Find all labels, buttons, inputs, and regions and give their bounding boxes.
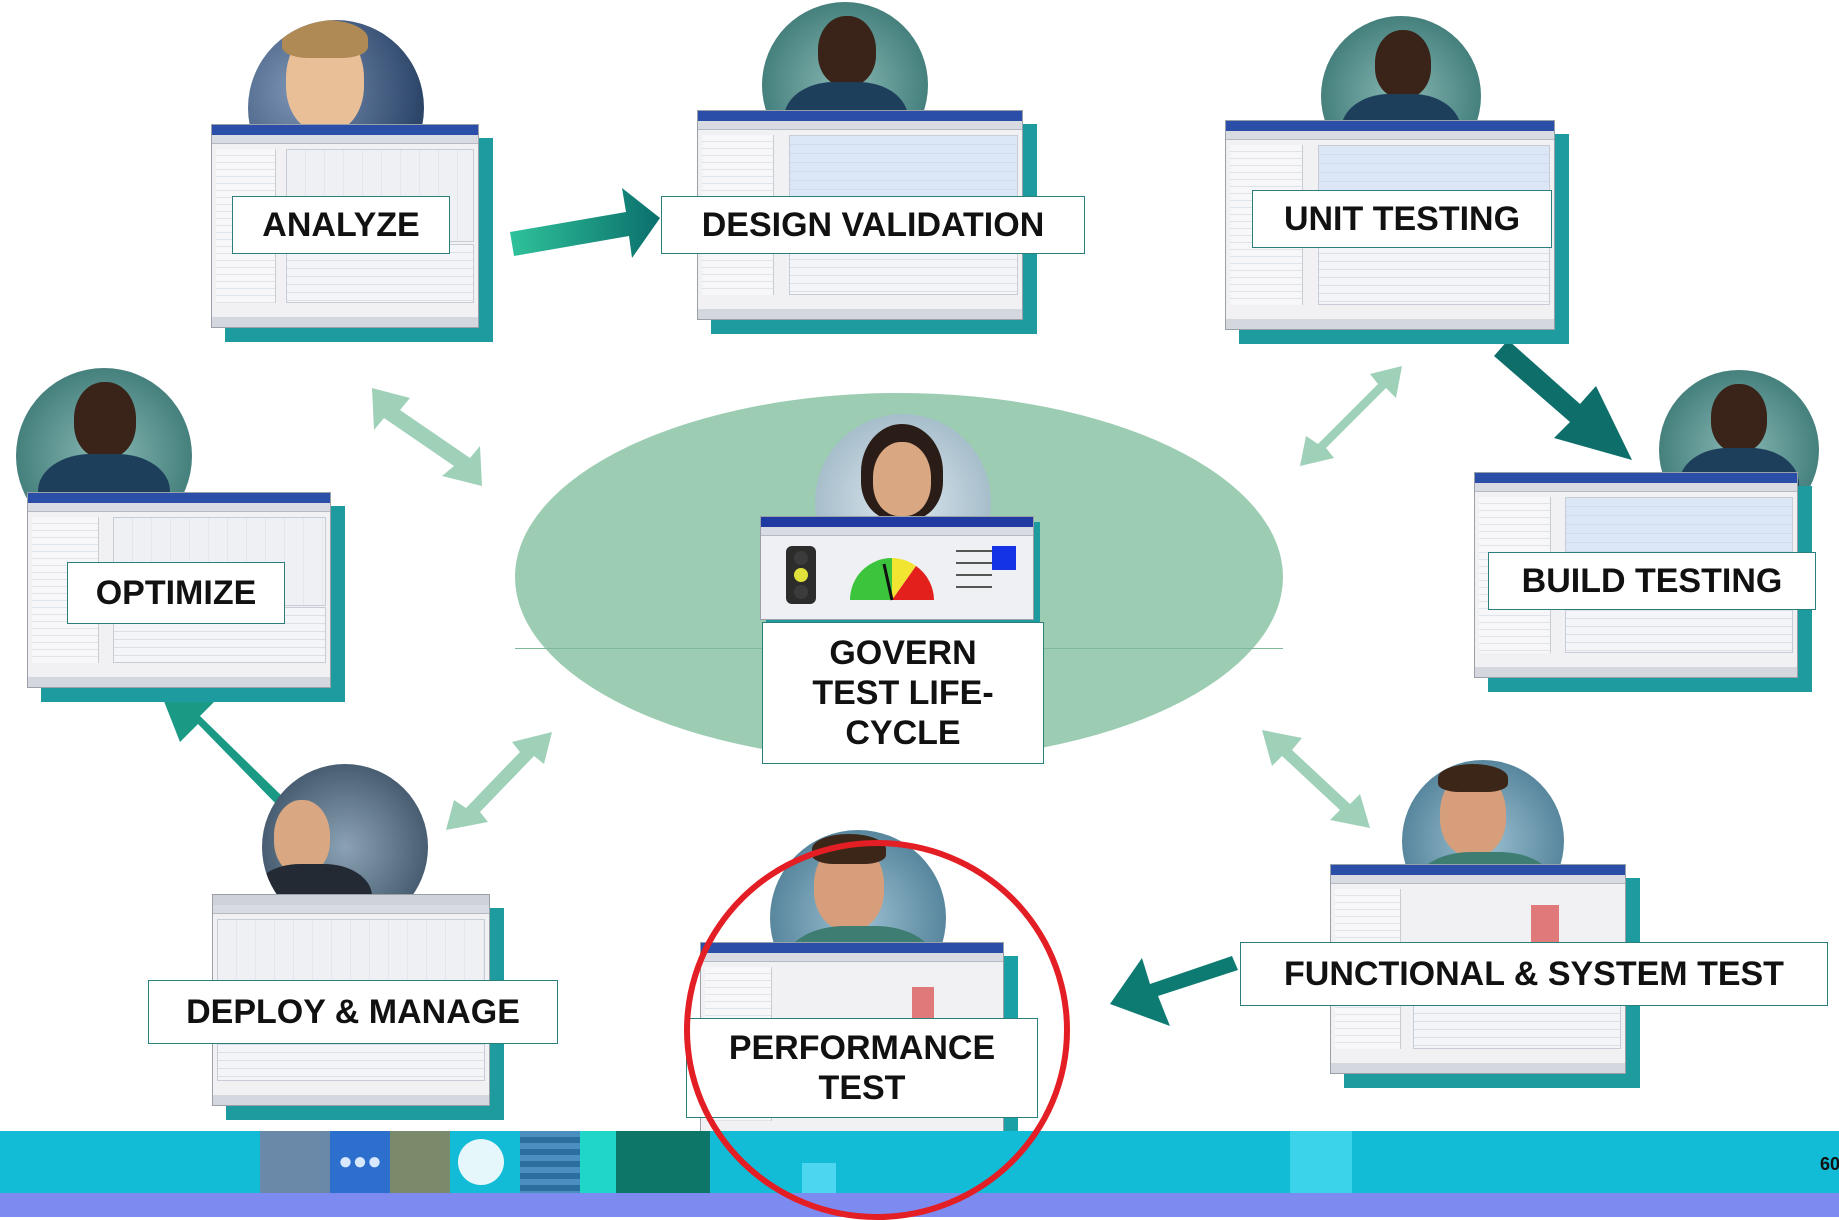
dashboard-govern [760, 516, 1040, 626]
label-functional-system-test: FUNCTIONAL & SYSTEM TEST [1240, 942, 1828, 1006]
label-govern: GOVERN TEST LIFE- CYCLE [762, 622, 1044, 764]
double-arrow-deploy-center [446, 732, 552, 830]
people-icon: ●●● [330, 1131, 390, 1193]
arrow-deploy-to-optimize [158, 686, 286, 808]
govern-line-3: CYCLE [845, 714, 961, 752]
arrow-unit-to-build [1494, 340, 1632, 460]
label-design-validation: DESIGN VALIDATION [661, 196, 1085, 254]
double-arrow-analyze-center [372, 388, 482, 486]
arrow-functional-to-performance [1110, 956, 1238, 1026]
circle-tile-icon [458, 1139, 504, 1185]
arrow-analyze-to-design [510, 188, 660, 258]
highlight-ring [684, 840, 1070, 1220]
double-arrow-functional-center [1262, 730, 1370, 828]
govern-line-2: TEST LIFE- [812, 674, 994, 712]
footer-block-2 [1290, 1131, 1352, 1193]
bar-indicator-icon [956, 544, 1016, 604]
gauge-icon [850, 558, 934, 601]
label-analyze: ANALYZE [232, 196, 450, 254]
label-optimize: OPTIMIZE [67, 562, 285, 624]
footer-decor-tiles: ●●● [260, 1131, 710, 1193]
label-build-testing: BUILD TESTING [1488, 552, 1816, 610]
traffic-light-icon [786, 546, 816, 604]
govern-line-1: GOVERN [829, 634, 977, 672]
double-arrow-unit-center [1300, 366, 1402, 466]
page-number: 60 [1820, 1154, 1839, 1174]
label-unit-testing: UNIT TESTING [1252, 190, 1552, 248]
label-deploy-manage: DEPLOY & MANAGE [148, 980, 558, 1044]
